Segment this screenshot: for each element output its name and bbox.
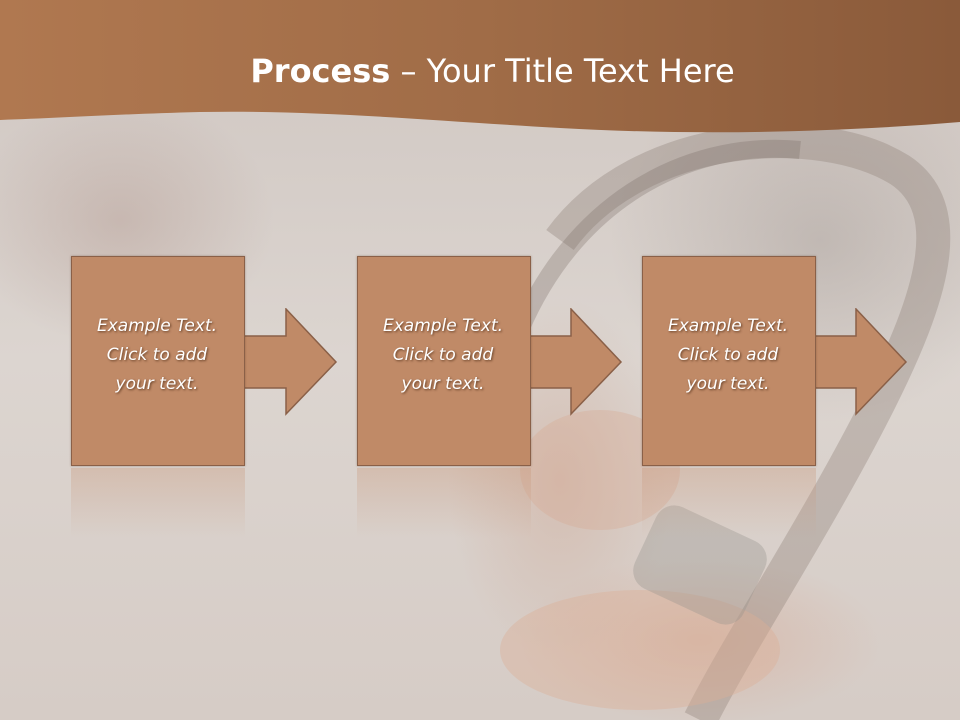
arrow-1-icon <box>242 308 338 416</box>
reflection-3 <box>642 468 816 538</box>
reflection-1 <box>71 468 245 538</box>
process-step-1[interactable]: Example Text. Click to add your text. <box>71 256 245 466</box>
process-box-3 <box>642 256 816 466</box>
process-box-1 <box>71 256 245 466</box>
process-step-2[interactable]: Example Text. Click to add your text. <box>357 256 531 466</box>
slide-title-bold: Process <box>250 52 391 90</box>
process-step-3-text[interactable]: Example Text. Click to add your text. <box>667 316 789 394</box>
process-box-2 <box>357 256 531 466</box>
process-step-3[interactable]: Example Text. Click to add your text. <box>642 256 816 466</box>
slide-title-rest: – Your Title Text Here <box>390 52 735 90</box>
slide-title[interactable]: Process – Your Title Text Here <box>0 52 960 90</box>
process-step-2-text[interactable]: Example Text. Click to add your text. <box>382 316 504 394</box>
arrow-3-icon <box>812 308 908 416</box>
arrow-2-icon <box>527 308 623 416</box>
process-step-1-text[interactable]: Example Text. Click to add your text. <box>96 316 218 394</box>
reflection-2 <box>357 468 531 538</box>
header-banner <box>0 0 960 133</box>
